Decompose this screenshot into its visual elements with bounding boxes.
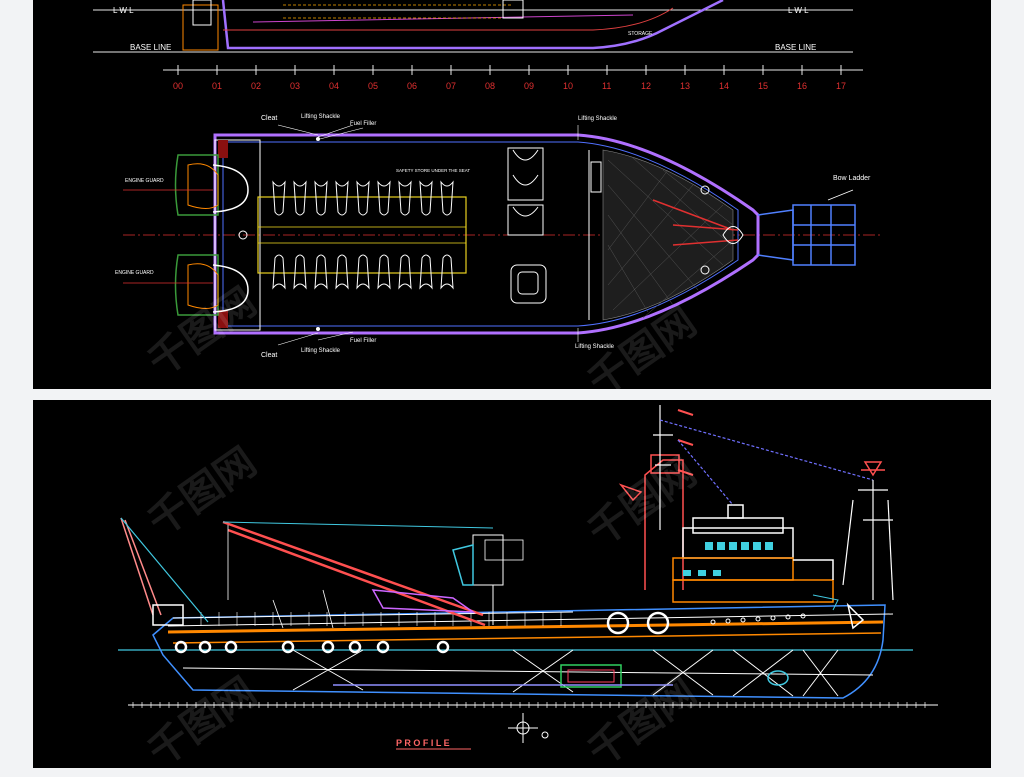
bridge-windows — [683, 542, 773, 576]
bow-ladder-label: Bow Ladder — [833, 175, 871, 182]
life-buoy — [376, 640, 390, 654]
lifeboat-plan-view: ENGINE GUARD ENGINE GUARD SAFETY STORE U… — [115, 114, 883, 359]
lifting-shackle-top-label: Lifting Shackle — [301, 114, 341, 120]
vessel-hull — [152, 604, 886, 699]
frame-number: 16 — [797, 81, 807, 91]
seat — [272, 180, 286, 216]
frame-number: 08 — [485, 81, 495, 91]
life-buoy — [321, 640, 335, 654]
seat — [314, 180, 328, 216]
frame-number: 15 — [758, 81, 768, 91]
main-engine — [560, 664, 622, 688]
lwl-right-label: L W L — [788, 6, 809, 15]
seat — [335, 180, 349, 216]
lifeboat-drawing: L W L L W L STORAGE BASE LINE BASE LINE … — [93, 0, 883, 359]
lifting-shackle-bottom-label: Lifting Shackle — [301, 348, 341, 354]
frame-number: 04 — [329, 81, 339, 91]
frame-ruler: 00 01 02 03 04 05 06 07 08 09 10 11 12 13 14 15 16 17 — [173, 65, 846, 91]
seat — [398, 180, 412, 216]
baseline-right-label: BASE LINE — [775, 43, 816, 52]
main-crane — [222, 520, 524, 627]
seat — [398, 254, 412, 290]
vessel-profile-drawing: P R O F I L E — [118, 405, 938, 750]
fuel-filler-top-label: Fuel Filler — [350, 121, 376, 127]
frame-number: 12 — [641, 81, 651, 91]
frame-number: 03 — [290, 81, 300, 91]
lifeboat-profile-view: L W L L W L STORAGE BASE LINE BASE LINE … — [93, 0, 863, 91]
passenger-seats — [272, 180, 454, 290]
seat — [293, 254, 307, 290]
profile-title: P R O F I L E — [396, 738, 450, 748]
superstructure — [644, 454, 834, 603]
baseline-left-label: BASE LINE — [130, 43, 171, 52]
seat — [377, 180, 391, 216]
cleat-bottom-label: Cleat — [261, 352, 277, 359]
frame-ruler-profile — [132, 702, 926, 708]
frame-number: 17 — [836, 81, 846, 91]
lifting-shackle-bow-bottom-label: Lifting Shackle — [575, 344, 615, 350]
lifeboat-drawing-panel: L W L L W L STORAGE BASE LINE BASE LINE … — [33, 0, 991, 389]
lwl-left-label: L W L — [113, 6, 134, 15]
frame-number: 07 — [446, 81, 456, 91]
seat — [440, 180, 454, 216]
engine-guard-bottom-label: ENGINE GUARD — [115, 270, 154, 276]
main-mast — [618, 405, 874, 530]
seat — [356, 254, 370, 290]
frame-number: 06 — [407, 81, 417, 91]
life-buoys — [172, 611, 574, 654]
frame-number: 14 — [719, 81, 729, 91]
engine-guard-top-label: ENGINE GUARD — [125, 178, 164, 184]
datum-symbol — [508, 713, 549, 743]
life-buoy — [174, 640, 188, 654]
seat — [335, 254, 349, 290]
frame-number: 00 — [173, 81, 183, 91]
hull-portholes — [710, 613, 806, 625]
frame-number: 05 — [368, 81, 378, 91]
bow-ladder — [757, 204, 856, 266]
hull-framing — [182, 649, 874, 697]
fore-mast — [842, 461, 894, 601]
vessel-profile-panel: P R O F I L E — [33, 400, 991, 768]
frame-number: 02 — [251, 81, 261, 91]
seat — [356, 180, 370, 216]
seat — [440, 254, 454, 290]
life-buoy — [436, 640, 450, 654]
frame-number: 11 — [602, 81, 611, 91]
cleat-top-label: Cleat — [261, 115, 277, 122]
safety-store-label: SAFETY STORE UNDER THE SEAT — [396, 168, 470, 173]
seat — [377, 254, 391, 290]
frame-number: 09 — [524, 81, 534, 91]
life-buoy — [348, 640, 362, 654]
seat — [419, 180, 433, 216]
engine-guard-top — [174, 154, 249, 216]
helm-seats — [507, 147, 602, 320]
life-buoy — [198, 640, 212, 654]
seat — [419, 254, 433, 290]
fuel-filler-bottom-label: Fuel Filler — [350, 338, 376, 344]
stern-crane — [120, 517, 209, 626]
life-buoy — [281, 640, 295, 654]
lifting-shackle-bow-top-label: Lifting Shackle — [578, 116, 618, 122]
seat — [314, 254, 328, 290]
frame-number: 10 — [563, 81, 573, 91]
engine-guard-bottom — [174, 254, 249, 316]
storage-label: STORAGE — [628, 31, 653, 37]
frame-number: 13 — [680, 81, 690, 91]
seat — [272, 254, 286, 290]
seat — [293, 180, 307, 216]
frame-number: 01 — [212, 81, 222, 91]
life-buoy — [224, 640, 238, 654]
